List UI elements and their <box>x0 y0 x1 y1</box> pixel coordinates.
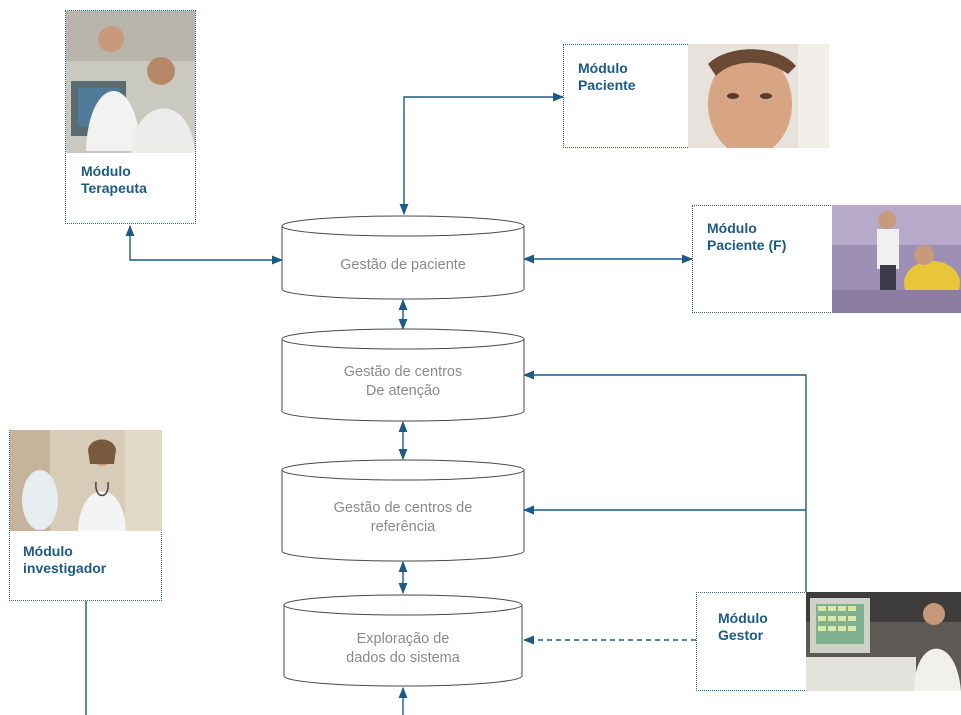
module-paciente-label: Módulo Paciente <box>578 60 636 93</box>
cylinder-gestao-paciente <box>281 215 525 300</box>
arrow-paciente-db-module <box>399 92 565 216</box>
module-paciente-f-label: Módulo Paciente (F) <box>707 220 787 253</box>
physiotherapy-session-photo <box>832 205 961 313</box>
cylinder-gestao-centros-atencao <box>281 328 525 422</box>
arrow-terapeuta-paciente <box>125 224 284 265</box>
db-label-centros-atencao: Gestão de centros De atenção <box>343 364 463 399</box>
manager-at-workstation-photo <box>806 592 961 691</box>
patient-face-photo <box>688 44 829 148</box>
cylinder-exploracao-dados <box>283 594 523 687</box>
module-paciente-f[interactable] <box>692 205 833 313</box>
module-paciente[interactable] <box>563 44 694 148</box>
arrow-gestor-centros-atencao <box>522 370 807 592</box>
module-gestor-label: Módulo Gestor <box>718 610 768 643</box>
db-label-centros-referencia: Gestão de centros de referência <box>333 500 473 535</box>
module-gestor[interactable] <box>696 592 807 691</box>
module-terapeuta-label: Módulo Terapeuta <box>81 163 147 196</box>
db-label-exploracao: Exploração de dados do sistema <box>346 631 460 666</box>
db-label-gestao-paciente: Gestão de paciente <box>340 257 466 273</box>
cylinder-gestao-centros-referencia <box>281 459 525 562</box>
module-investigador-label: Módulo investigador <box>23 543 107 576</box>
female-doctor-hallway-photo <box>10 430 162 531</box>
two-doctors-at-computer-photo <box>66 11 195 153</box>
